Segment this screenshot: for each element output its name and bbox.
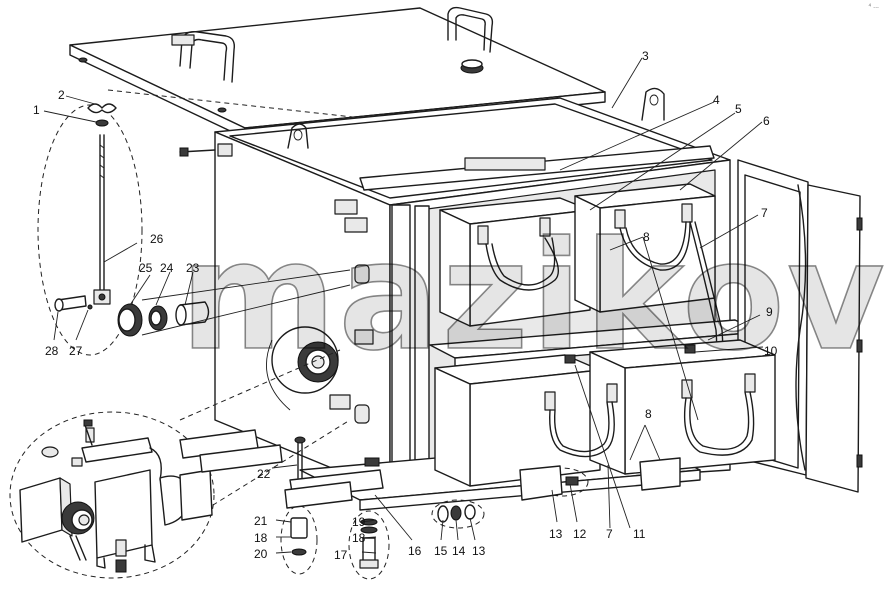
callout-label: 5 bbox=[735, 102, 742, 116]
callout-label: 12 bbox=[573, 527, 587, 541]
callout-label: 15 bbox=[434, 544, 448, 558]
pin-parts bbox=[54, 295, 93, 312]
callout-label: 13 bbox=[549, 527, 563, 541]
callout-label: 21 bbox=[254, 514, 268, 528]
lower-batteries bbox=[434, 339, 776, 487]
callout-label: 9 bbox=[766, 305, 773, 319]
leader-lines bbox=[43, 57, 764, 554]
callout-label: 8 bbox=[645, 407, 652, 421]
callout-label: 4 bbox=[713, 93, 720, 107]
callout-label: 19 bbox=[352, 515, 366, 529]
callout-label: 25 bbox=[139, 261, 153, 275]
callout-label: 27 bbox=[69, 344, 83, 358]
callout-label: 26 bbox=[150, 232, 164, 246]
door bbox=[737, 159, 863, 493]
callout-label: 14 bbox=[452, 544, 466, 558]
side-fittings bbox=[266, 199, 380, 467]
callout-label: 10 bbox=[764, 344, 778, 358]
callout-label: 17 bbox=[334, 548, 348, 562]
callout-label: 8 bbox=[643, 230, 650, 244]
callout-label: 7 bbox=[761, 206, 768, 220]
callout-label: 22 bbox=[257, 467, 271, 481]
callout-label: 28 bbox=[45, 344, 59, 358]
detail-oval-stud bbox=[37, 103, 143, 356]
callout-label: 7 bbox=[606, 527, 613, 541]
callout-label: 23 bbox=[186, 261, 200, 275]
callout-label: 1 bbox=[33, 103, 40, 117]
skid-rails bbox=[179, 429, 681, 509]
callout-label: 11 bbox=[633, 527, 646, 541]
callout-label: 6 bbox=[763, 114, 770, 128]
nut-washer-parts bbox=[117, 269, 351, 337]
callout-label: 13 bbox=[472, 544, 486, 558]
detail-circle-terminal bbox=[9, 349, 351, 579]
callout-label: 18 bbox=[352, 531, 366, 545]
callout-label: 16 bbox=[408, 544, 422, 558]
callout-label: 18 bbox=[254, 531, 268, 545]
callout-label: 2 bbox=[58, 88, 65, 102]
callout-label: 3 bbox=[642, 49, 649, 63]
callout-label: 24 bbox=[160, 261, 174, 275]
callout-label: 20 bbox=[254, 547, 268, 561]
corner-mark: ⁴ ... bbox=[868, 3, 879, 10]
upper-batteries bbox=[439, 183, 724, 441]
